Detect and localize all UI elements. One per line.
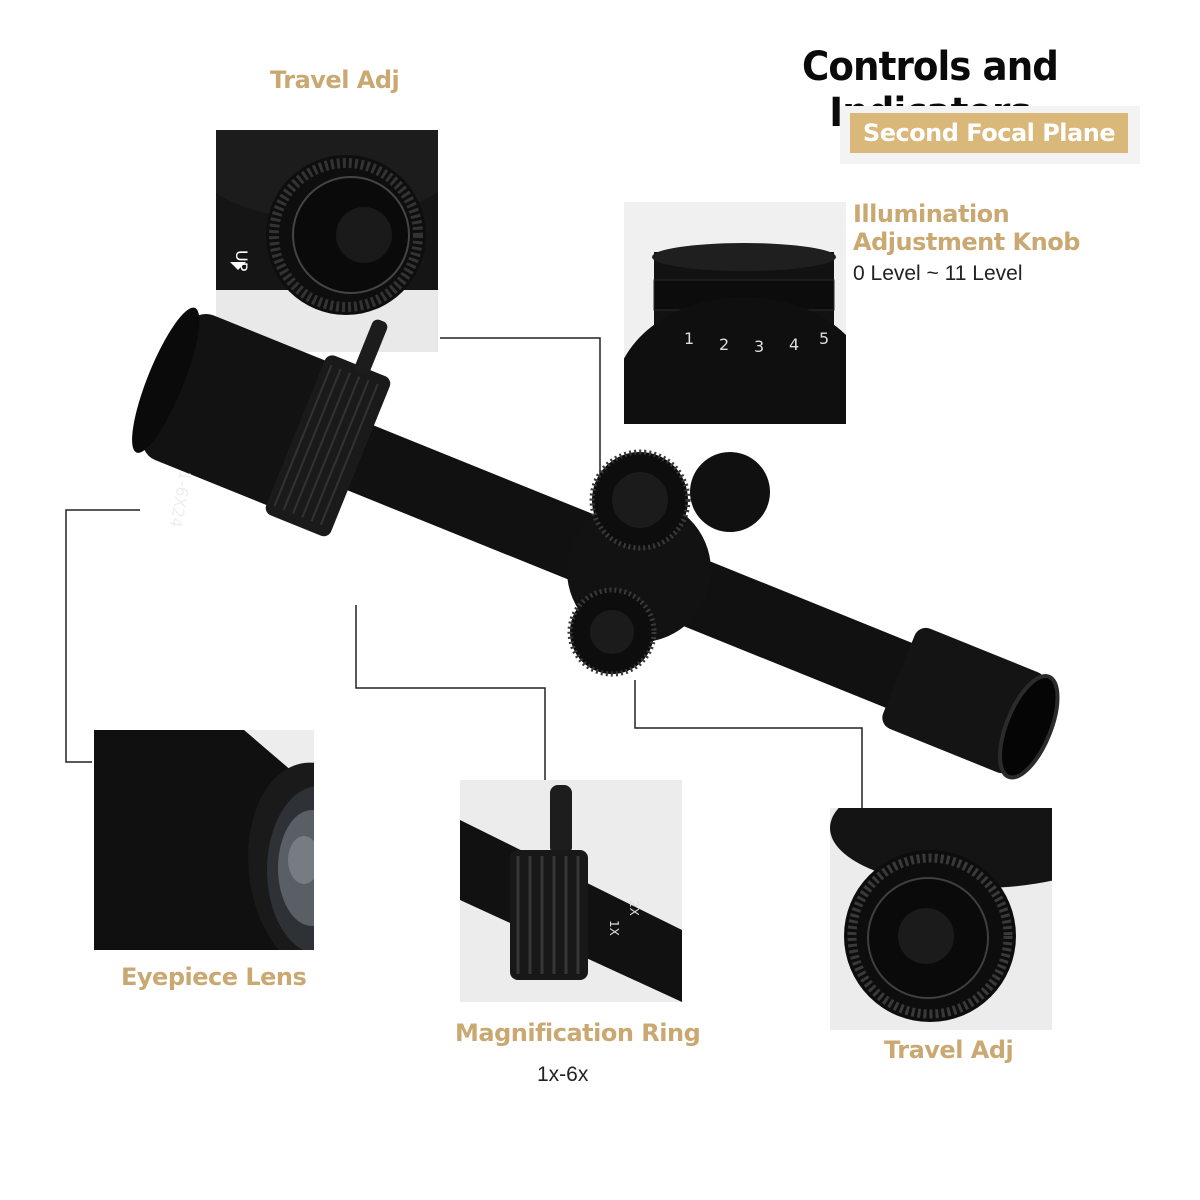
svg-text:2: 2 [719,335,729,354]
travel-adj-top-photo: UP [216,130,438,352]
magnification-ring-photo: 1X 2X [460,780,682,1002]
svg-text:5: 5 [819,329,829,348]
connector-magnification [355,605,546,780]
eyepiece-photo [94,730,314,950]
svg-text:4: 4 [789,335,799,354]
magnification-range: 1x-6x [537,1063,589,1086]
svg-text:2X: 2X [627,900,641,916]
magnification-label: Magnification Ring [455,1019,701,1047]
svg-text:1: 1 [684,329,694,348]
illumination-levels: 0 Level ~ 11 Level [853,262,1023,285]
svg-text:1X: 1X [607,920,621,936]
eyepiece-label: Eyepiece Lens [121,963,307,991]
connector-travel-bottom [634,680,863,808]
model-marking: 1-6X24 [166,469,195,529]
connector-eyepiece [65,509,140,763]
illumination-label-line1: Illumination [853,200,1010,228]
badge-container: Second Focal Plane [840,106,1140,164]
illumination-knob-photo: 1 2 3 4 5 [624,202,846,424]
svg-text:3: 3 [754,337,764,356]
up-arrow-icon [230,262,246,270]
travel-adj-bottom-label: Travel Adj [884,1036,1014,1064]
travel-adj-top-label: Travel Adj [270,66,400,94]
illumination-label-line2: Adjustment Knob [853,228,1080,256]
focal-plane-badge: Second Focal Plane [850,113,1128,153]
connector-travel-top [440,337,601,488]
travel-adj-bottom-photo [830,808,1052,1030]
